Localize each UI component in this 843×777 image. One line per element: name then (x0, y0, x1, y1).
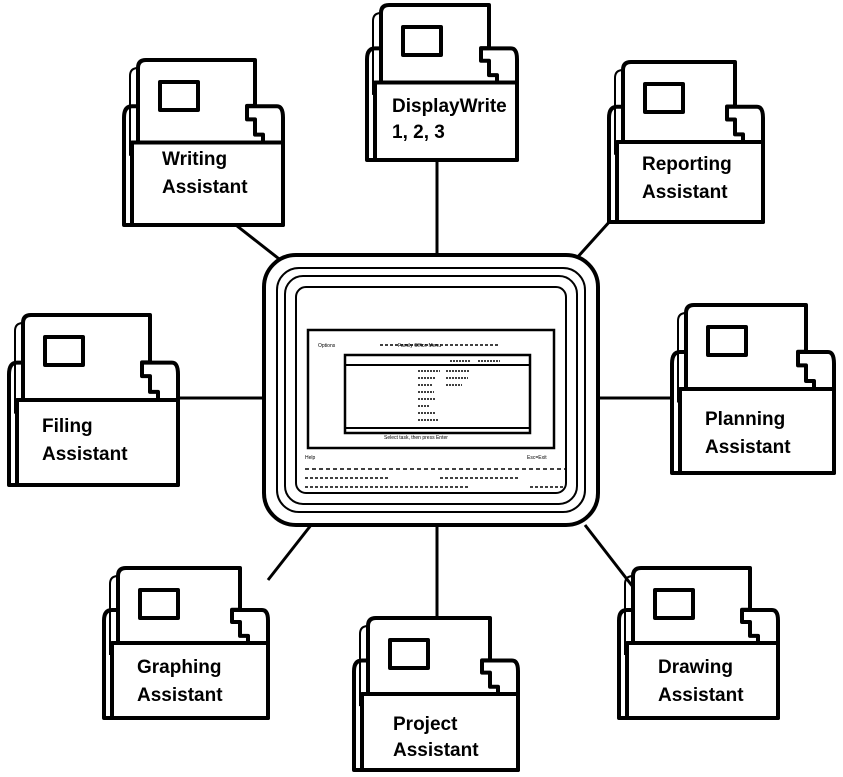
folder-label-line: Graphing (137, 657, 221, 678)
folder-label-line: Assistant (162, 177, 248, 198)
diskette-back-edge (109, 575, 119, 655)
diskette-back-edge (129, 67, 139, 156)
folder-label-line: Project (393, 714, 458, 735)
diskette-back-edge (624, 575, 634, 655)
diskette-label-window (388, 638, 430, 670)
screen-window: Options Family Office Menu (306, 328, 556, 450)
folder-label-line: Drawing (658, 657, 733, 678)
diskette-label-window (43, 335, 85, 367)
folder-label-line: Filing (42, 416, 93, 437)
diskette-back-edge (359, 625, 369, 707)
folder-pocket (360, 692, 520, 772)
screen-footer-right: Esc=Exit (527, 455, 547, 461)
screen-status-line: Select task, then press Enter (384, 435, 448, 441)
folder-label-line: Reporting (642, 154, 732, 175)
folder-displaywrite: DisplayWrite 1, 2, 3 (365, 3, 519, 162)
screen-header-center: Family Office Menu (398, 343, 441, 349)
menu-scribble-lines (418, 360, 500, 421)
connector-graphing (266, 519, 317, 581)
folder-pocket (615, 140, 765, 224)
folder-pocket (373, 80, 519, 162)
folder-label-line: Assistant (705, 437, 791, 458)
screen-header-left: Options (318, 343, 336, 349)
folder-label-line: Assistant (137, 685, 223, 706)
screen-footer-left: Help (305, 455, 316, 461)
folder-label-line: DisplayWrite (392, 96, 507, 117)
folder-pocket (130, 140, 285, 227)
diskette-label-window (138, 588, 180, 620)
folder-pocket (15, 398, 180, 487)
connector-drawing (583, 524, 635, 588)
folder-label-line: 1, 2, 3 (392, 122, 445, 143)
folder-label-line: Planning (705, 409, 785, 430)
diskette-label-window (158, 80, 200, 112)
folder-pocket (625, 641, 780, 720)
folder-label-line: Writing (162, 149, 227, 170)
pc-display: Options Family Office Menu (262, 253, 600, 527)
diskette-back-edge (14, 322, 24, 414)
diskette-label-window (653, 588, 695, 620)
function-key-scribbles (305, 468, 565, 488)
diskette-label-window (643, 82, 685, 114)
folder-label-line: Assistant (642, 182, 728, 203)
folder-label-line: Assistant (42, 444, 128, 465)
connector-writing (231, 220, 284, 264)
folder-label-line: Assistant (393, 740, 479, 761)
diskette-label-window (706, 325, 748, 357)
folder-pocket (110, 641, 270, 720)
folder-label-line: Assistant (658, 685, 744, 706)
diskette-back-edge (372, 12, 382, 95)
diskette-back-edge (614, 69, 624, 155)
diskette-back-edge (677, 312, 687, 403)
folder-pocket (678, 387, 836, 475)
diskette-label-window (401, 25, 443, 57)
